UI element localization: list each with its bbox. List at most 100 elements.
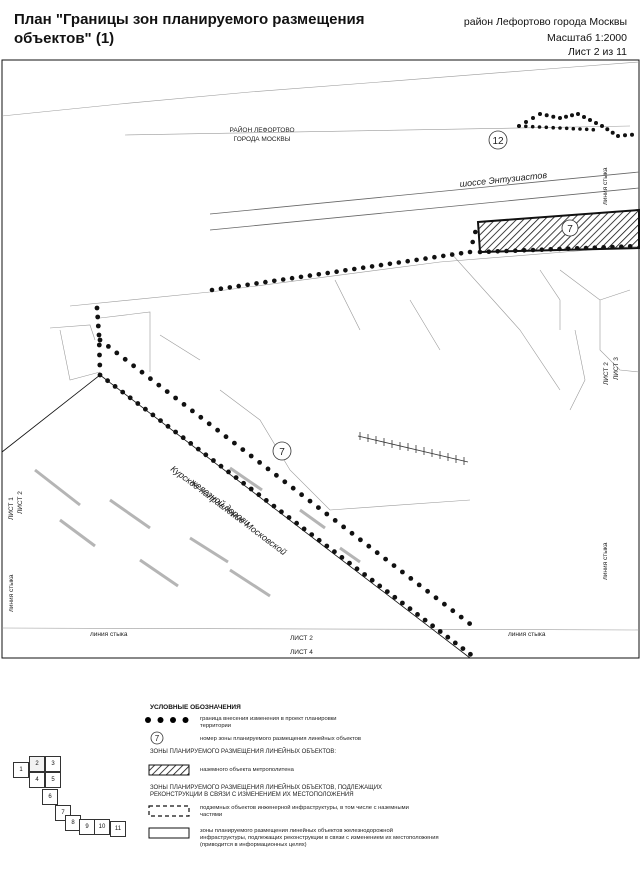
boundary-dot <box>578 127 582 131</box>
boundary-dot <box>610 130 615 135</box>
sheet-index-cell: 9 <box>79 819 95 835</box>
boundary-dot <box>405 258 411 264</box>
sheet-label: ЛИСТ 2 <box>603 362 610 385</box>
road-label: шоссе Энтузиастов <box>459 170 548 189</box>
boundary-dot <box>218 286 224 292</box>
boundary-dot <box>180 435 186 441</box>
boundary-dot <box>369 577 375 583</box>
boundary-dot <box>422 617 428 623</box>
junction-label: линия стыка <box>508 631 546 638</box>
metro-zone <box>476 208 640 254</box>
boundary-dot <box>387 261 393 267</box>
boundary-dot <box>97 352 102 358</box>
boundary-dot <box>165 423 171 429</box>
boundary-dot <box>460 646 466 651</box>
boundary-dot <box>97 362 103 368</box>
boundary-dot <box>223 434 229 440</box>
legend-zone-number-text: номер зоны планируемого размещения линей… <box>200 736 361 742</box>
boundary-dot <box>271 503 277 509</box>
sheet-label: ЛИСТ 4 <box>290 649 313 656</box>
boundary-dot <box>190 408 195 414</box>
zone-label: 12 <box>492 136 504 147</box>
boundary-dot <box>538 112 542 116</box>
boundary-dot <box>610 244 615 250</box>
boundary-dot <box>263 498 269 503</box>
boundary-dot <box>316 505 321 510</box>
boundary-dot <box>206 421 212 427</box>
boundary-dot <box>548 247 553 252</box>
boundary-dot <box>256 492 262 498</box>
boundary-dot <box>96 332 102 338</box>
boundary-dot <box>227 285 233 290</box>
boundary-dot <box>274 472 279 478</box>
boundary-dot <box>584 127 589 132</box>
boundary-dot <box>400 569 405 575</box>
sheet-index-cell-current: 2 <box>29 756 45 772</box>
boundary-dot <box>127 395 133 401</box>
boundary-dot <box>245 282 250 288</box>
boundary-dot <box>131 363 137 369</box>
boundary-dot <box>316 272 322 277</box>
legend-underground-text: подземных объектов инженерной инфраструк… <box>200 805 409 818</box>
boundary-dot <box>203 452 209 458</box>
boundary-dot <box>423 256 428 261</box>
boundary-dot <box>195 446 201 452</box>
boundary-dot <box>414 257 419 263</box>
boundary-dot <box>452 640 458 646</box>
legend-heading-reconstruction: ЗОНЫ ПЛАНИРУЕМОГО РАЗМЕЩЕНИЯ ЛИНЕЙНЫХ ОБ… <box>150 785 383 798</box>
sheet-index-cell: 3 <box>45 756 61 772</box>
district-label: РАЙОН ЛЕФОРТОВО <box>229 125 294 134</box>
boundary-dot <box>450 608 456 614</box>
boundary-dot <box>544 125 549 130</box>
boundary-dot <box>215 427 221 433</box>
boundary-dot <box>558 126 562 130</box>
legend-railway-zone-text: зоны планируемого размещения линейных об… <box>200 828 439 848</box>
boundary-dot <box>407 606 413 612</box>
boundary-dot <box>467 621 472 626</box>
boundary-dot <box>445 634 451 640</box>
boundary-dot <box>468 651 473 657</box>
boundary-dot <box>616 134 620 138</box>
boundary-dot <box>298 274 304 280</box>
boundary-dot <box>232 440 237 446</box>
boundary-dot <box>576 112 580 116</box>
boundary-dot <box>605 127 610 132</box>
boundary-dot <box>430 623 435 629</box>
boundary-dot <box>324 511 330 517</box>
boundary-dot <box>341 524 346 530</box>
boundary-dot <box>173 429 179 435</box>
boundary-dot <box>279 509 284 515</box>
legend-zone-number-symbol: 7 <box>150 731 164 745</box>
boundary-dot <box>588 118 592 122</box>
legend-boundary-symbol <box>145 717 189 723</box>
sheet-index-cell: 5 <box>45 772 61 788</box>
boundary-dot <box>280 277 286 282</box>
boundary-dot <box>374 550 380 556</box>
boundary-dot <box>170 717 176 723</box>
boundary-dot <box>582 115 586 119</box>
boundary-dot <box>358 537 363 543</box>
boundary-dot <box>467 249 473 255</box>
boundary-dot <box>486 249 492 254</box>
map-frame <box>1 59 640 659</box>
boundary-dot <box>95 314 101 320</box>
page-title: План "Границы зон планируемого размещени… <box>14 11 365 47</box>
boundary-dot <box>623 133 627 138</box>
boundary-dot <box>289 275 295 281</box>
boundary-dot <box>209 287 215 293</box>
boundary-dot <box>591 127 596 132</box>
boundary-dot <box>458 251 464 256</box>
district-label: ГОРОДА МОСКВЫ <box>234 136 291 143</box>
boundary-dot <box>504 248 509 254</box>
boundary-dot <box>416 582 422 588</box>
zone-label: 7 <box>279 447 285 458</box>
boundary-dot <box>254 281 259 286</box>
boundary-dot <box>564 126 569 131</box>
legend-title: УСЛОВНЫЕ ОБОЗНАЧЕНИЯ <box>150 704 241 711</box>
zone-label: 7 <box>567 224 573 235</box>
boundary-dot <box>441 253 446 259</box>
sheet-label: ЛИСТ 3 <box>613 357 620 380</box>
boundary-dot <box>583 245 589 251</box>
boundary-dot <box>286 515 292 520</box>
boundary-dot <box>241 480 247 486</box>
